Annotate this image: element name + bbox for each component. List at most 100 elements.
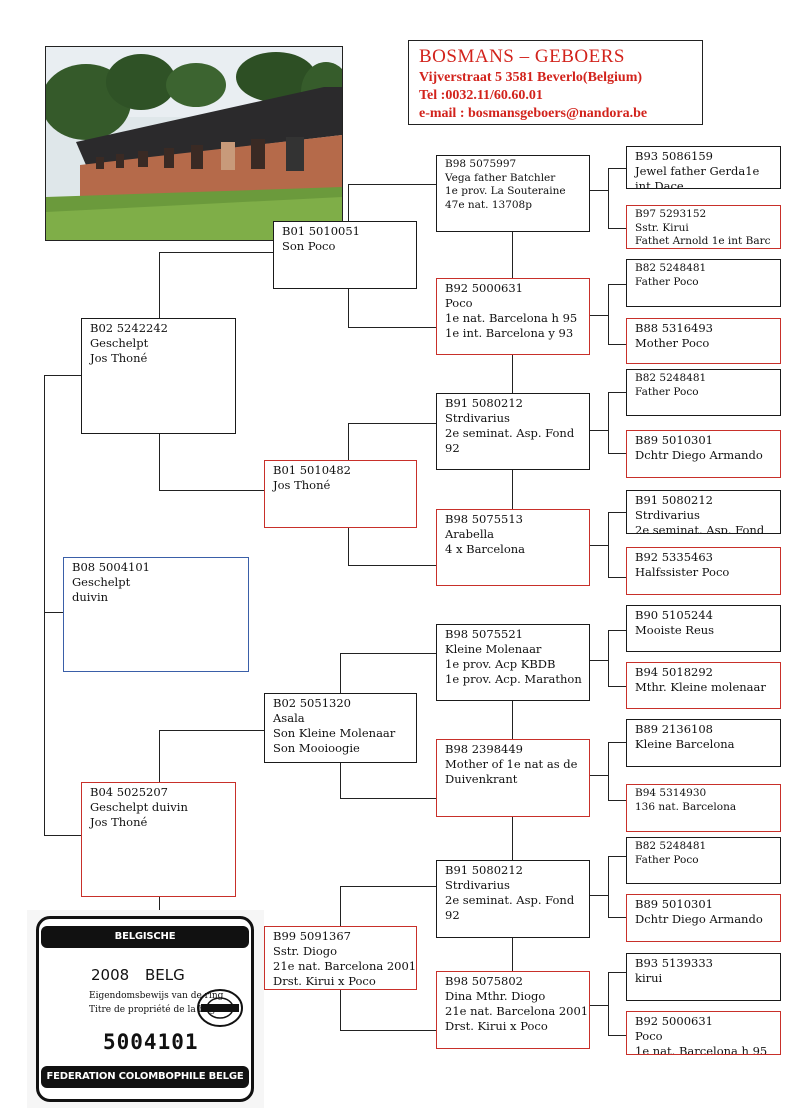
g4-box-3: B82 5248481 Father Poco — [626, 259, 781, 307]
dam-ring: B04 5025207 — [90, 785, 168, 799]
g2-2-line-1: B01 5010482 — [273, 463, 351, 477]
g2-3-line-2: Asala — [273, 711, 305, 725]
sire-ring: B02 5242242 — [90, 321, 168, 335]
g2-4-line-1: B99 5091367 — [273, 929, 351, 943]
breeder-phone: Tel :0032.11/60.60.01 — [419, 88, 543, 103]
g3-box-5: B98 5075521 Kleine Molenaar 1e prov. Acp… — [436, 624, 590, 701]
g3-4-line-3: 4 x Barcelona — [445, 542, 526, 556]
g4-11-line-1: B89 2136108 — [635, 722, 713, 736]
certificate-title-nl: Eigendomsbewijs van de ring — [89, 991, 224, 1001]
g2-2-line-2: Jos Thoné — [273, 478, 331, 492]
subject-sex: duivin — [72, 590, 109, 604]
g4-3-line-1: B82 5248481 — [635, 262, 707, 274]
g4-box-4: B88 5316493 Mother Poco — [626, 318, 781, 364]
g4-box-5: B82 5248481 Father Poco — [626, 369, 781, 416]
g4-13-line-1: B82 5248481 — [635, 840, 707, 852]
g4-9-line-2: Mooiste Reus — [635, 623, 715, 637]
g4-8-line-1: B92 5335463 — [635, 550, 713, 564]
g4-5-line-1: B82 5248481 — [635, 372, 707, 384]
g4-7-line-3: 2e seminat. Asp. Fond — [635, 523, 765, 534]
g3-1-line-4: 47e nat. 13708p — [445, 198, 532, 211]
g4-16-line-2: Poco — [635, 1029, 663, 1043]
g3-7-line-3: 2e seminat. Asp. Fond — [445, 893, 575, 907]
g4-14-line-1: B89 5010301 — [635, 897, 713, 911]
g4-box-8: B92 5335463 Halfssister Poco — [626, 547, 781, 595]
g2-box-2: B01 5010482 Jos Thoné — [264, 460, 417, 528]
g2-1-line-1: B01 5010051 — [282, 224, 360, 238]
certificate-org-nl: BELGISCHE DUIVENLIEFHEBBERSBOND — [41, 926, 249, 964]
certificate-title-fr: Titre de propriété de la bague — [89, 1005, 227, 1015]
g4-box-13: B82 5248481 Father Poco — [626, 837, 781, 884]
g4-box-9: B90 5105244 Mooiste Reus — [626, 605, 781, 652]
g3-1-line-1: B98 5075997 — [445, 158, 517, 170]
g4-10-line-2: Mthr. Kleine molenaar — [635, 680, 766, 694]
g3-box-7: B91 5080212 Strdivarius 2e seminat. Asp.… — [436, 860, 590, 938]
certificate-ring-number: 5004101 — [103, 1030, 199, 1054]
g3-3-line-4: 92 — [445, 441, 460, 455]
g3-7-line-1: B91 5080212 — [445, 863, 523, 877]
ring-certificate: BELGISCHE DUIVENLIEFHEBBERSBOND 2008 BEL… — [27, 910, 264, 1108]
breeder-email[interactable]: e-mail : bosmansgeboers@nandora.be — [419, 106, 648, 121]
g3-8-line-2: Dina Mthr. Diogo — [445, 989, 546, 1003]
g3-2-line-2: Poco — [445, 296, 473, 310]
loft-photo — [45, 46, 343, 241]
g4-6-line-1: B89 5010301 — [635, 433, 713, 447]
certificate-org-fr: FEDERATION COLOMBOPHILE BELGE — [41, 1066, 249, 1088]
g2-box-1: B01 5010051 Son Poco — [273, 221, 417, 289]
g4-8-line-2: Halfssister Poco — [635, 565, 730, 579]
g3-4-line-1: B98 5075513 — [445, 512, 523, 526]
g4-box-7: B91 5080212 Strdivarius 2e seminat. Asp.… — [626, 490, 781, 534]
subject-ring: B08 5004101 — [72, 560, 150, 574]
dam-color: Geschelpt duivin — [90, 800, 188, 814]
dam-breeder: Jos Thoné — [90, 815, 148, 829]
breeder-address: Vijverstraat 5 3581 Beverlo(Belgium) — [419, 70, 643, 85]
g3-6-line-3: Duivenkrant — [445, 772, 518, 786]
g4-7-line-2: Strdivarius — [635, 508, 700, 522]
g3-6-line-1: B98 2398449 — [445, 742, 523, 756]
g3-box-8: B98 5075802 Dina Mthr. Diogo 21e nat. Ba… — [436, 971, 590, 1049]
loft-photo-image — [46, 47, 342, 240]
g3-box-4: B98 5075513 Arabella 4 x Barcelona — [436, 509, 590, 586]
g3-2-line-4: 1e int. Barcelona y 93 — [445, 326, 574, 340]
g3-2-line-3: 1e nat. Barcelona h 95 — [445, 311, 578, 325]
g4-box-1: B93 5086159 Jewel father Gerda1e int Dac… — [626, 146, 781, 189]
g4-4-line-1: B88 5316493 — [635, 321, 713, 335]
g4-3-line-2: Father Poco — [635, 275, 699, 288]
certificate-year: 2008 — [91, 966, 130, 984]
g2-4-line-2: Sstr. Diogo — [273, 944, 338, 958]
g2-1-line-2: Son Poco — [282, 239, 336, 253]
g4-2-line-2: Sstr. Kirui — [635, 221, 689, 234]
g4-13-line-2: Father Poco — [635, 853, 699, 866]
g3-7-line-4: 92 — [445, 908, 460, 922]
g4-7-line-1: B91 5080212 — [635, 493, 713, 507]
g4-10-line-1: B94 5018292 — [635, 665, 713, 679]
g4-2-line-3: Fathet Arnold 1e int Barc — [635, 235, 771, 247]
g2-3-line-4: Son Mooioogie — [273, 741, 360, 755]
g4-6-line-2: Dchtr Diego Armando — [635, 448, 763, 462]
g3-8-line-4: Drst. Kirui x Poco — [445, 1019, 548, 1033]
g2-3-line-1: B02 5051320 — [273, 696, 351, 710]
subject-bird: B08 5004101 Geschelpt duivin — [63, 557, 249, 672]
breeder-name: BOSMANS – GEBOERS — [419, 46, 625, 67]
g4-16-line-3: 1e nat. Barcelona h 95 — [635, 1044, 768, 1055]
certificate-country: BELG — [145, 966, 185, 984]
g4-box-14: B89 5010301 Dchtr Diego Armando — [626, 894, 781, 942]
g3-4-line-2: Arabella — [445, 527, 495, 541]
g4-12-line-1: B94 5314930 — [635, 787, 707, 799]
sire-box: B02 5242242 Geschelpt Jos Thoné — [81, 318, 236, 434]
g3-8-line-3: 21e nat. Barcelona 2001 — [445, 1004, 589, 1018]
g3-1-line-2: Vega father Batchler — [445, 171, 556, 184]
g3-5-line-3: 1e prov. Acp KBDB — [445, 657, 556, 671]
g4-1-line-2: Jewel father Gerda1e — [635, 164, 760, 178]
g4-16-line-1: B92 5000631 — [635, 1014, 713, 1028]
g4-4-line-2: Mother Poco — [635, 336, 710, 350]
g3-5-line-2: Kleine Molenaar — [445, 642, 542, 656]
g3-5-line-1: B98 5075521 — [445, 627, 523, 641]
g3-box-1: B98 5075997 Vega father Batchler 1e prov… — [436, 155, 590, 232]
g3-5-line-4: 1e prov. Acp. Marathon — [445, 672, 582, 686]
g4-box-16: B92 5000631 Poco 1e nat. Barcelona h 95 — [626, 1011, 781, 1055]
g4-14-line-2: Dchtr Diego Armando — [635, 912, 763, 926]
g4-15-line-2: kirui — [635, 971, 663, 985]
g4-box-2: B97 5293152 Sstr. Kirui Fathet Arnold 1e… — [626, 205, 781, 249]
g4-1-line-1: B93 5086159 — [635, 149, 713, 163]
